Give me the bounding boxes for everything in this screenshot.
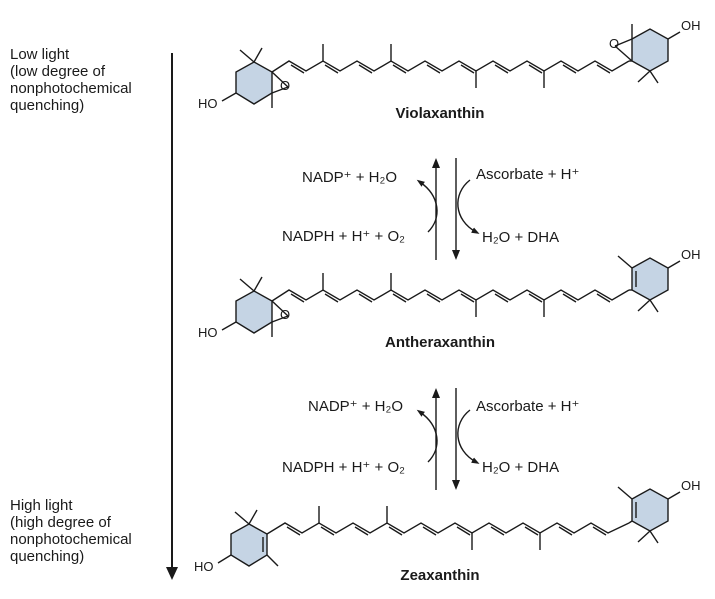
zeaxanthin-label: Zeaxanthin <box>400 567 480 584</box>
step2-left-bottom: NADPH + H⁺ + O₂ <box>282 459 405 476</box>
antheraxanthin-ho: HO <box>198 325 218 340</box>
step2-left-top: NADP⁺ + H₂O <box>308 398 404 415</box>
antheraxanthin-epoxide: O <box>280 307 290 322</box>
violaxanthin-epoxide-right: O <box>609 36 619 51</box>
high-light-line-1: High light <box>10 497 73 514</box>
zeaxanthin-left-ring <box>230 523 268 567</box>
zeaxanthin-oh: OH <box>681 478 701 493</box>
step1-left-top: NADP⁺ + H₂O <box>302 169 398 186</box>
high-light-line-2: (high degree of <box>10 514 111 531</box>
step1-curve-right <box>457 179 480 234</box>
step2-arrows <box>416 388 480 490</box>
step1-right-bottom: H₂O + DHA <box>482 229 560 246</box>
violaxanthin-ho: HO <box>198 96 218 111</box>
zeaxanthin-ho: HO <box>194 559 214 574</box>
step2-right-top: Ascorbate + H⁺ <box>476 398 580 415</box>
step2-right-bottom: H₂O + DHA <box>482 459 560 476</box>
antheraxanthin-left-ring <box>235 290 273 334</box>
step1-left-bottom: NADPH + H⁺ + O₂ <box>282 228 405 245</box>
violaxanthin-right-ring <box>631 28 669 72</box>
violaxanthin-label: Violaxanthin <box>395 105 485 122</box>
low-light-line-4: quenching) <box>10 97 85 114</box>
zeaxanthin-structure <box>217 486 681 567</box>
low-light-line-2: (low degree of <box>10 63 106 80</box>
low-light-label: Low light (low degree of nonphotochemica… <box>10 46 132 114</box>
zeaxanthin-right-ring <box>631 488 669 532</box>
step2-curve-right <box>457 409 480 464</box>
antheraxanthin-label: Antheraxanthin <box>384 334 495 351</box>
violaxanthin-epoxide-left: O <box>280 78 290 93</box>
high-light-line-3: nonphotochemical <box>10 531 132 548</box>
high-light-label: High light (high degree of nonphotochemi… <box>10 497 132 565</box>
violaxanthin-left-ring <box>235 61 273 105</box>
violaxanthin-oh: OH <box>681 18 701 33</box>
light-axis-arrowhead <box>166 567 178 580</box>
step1-curve-left <box>416 179 438 233</box>
step2-curve-left <box>416 409 438 463</box>
low-light-line-1: Low light <box>10 46 70 63</box>
violaxanthin-structure <box>221 24 681 108</box>
step1-right-top: Ascorbate + H⁺ <box>476 166 580 183</box>
step1-arrows <box>416 158 480 260</box>
high-light-line-4: quenching) <box>10 548 85 565</box>
antheraxanthin-right-ring <box>631 257 669 301</box>
antheraxanthin-structure <box>221 255 681 337</box>
antheraxanthin-oh: OH <box>681 247 701 262</box>
low-light-line-3: nonphotochemical <box>10 80 132 97</box>
